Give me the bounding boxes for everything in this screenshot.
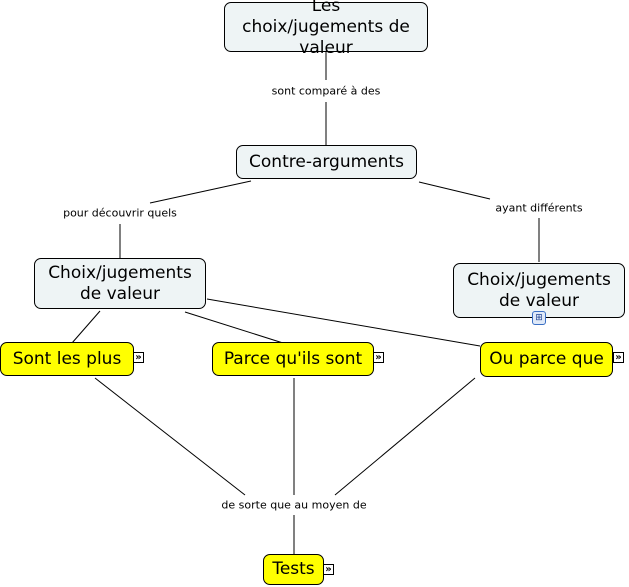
line: [149, 180, 252, 204]
line: [334, 377, 476, 496]
concept-text: Parce qu'ils sont: [223, 348, 363, 369]
concept-ou-parce-que[interactable]: Ou parce que: [480, 342, 613, 377]
concept-text: Choix/jugements de valeur: [48, 262, 192, 304]
concept-text: Les choix/jugements de valeur: [242, 0, 410, 58]
submap-icon[interactable]: ⊞: [532, 311, 546, 325]
line: [206, 298, 481, 347]
link-label-decouvrir[interactable]: pour découvrir quels: [61, 206, 179, 220]
expand-arrow-icon[interactable]: »: [323, 564, 334, 575]
concept-choix-left[interactable]: Choix/jugements de valeur: [34, 258, 206, 309]
concept-text: Ou parce que: [489, 349, 604, 369]
link-label-compare[interactable]: sont comparé à des: [269, 84, 383, 98]
line: [184, 311, 284, 344]
concept-les-choix[interactable]: Les choix/jugements de valeur: [224, 0, 428, 58]
line: [71, 310, 101, 344]
concept-text: Contre-arguments: [249, 151, 404, 172]
line: [94, 377, 246, 496]
expand-arrow-icon[interactable]: »: [373, 352, 384, 363]
line: [418, 181, 491, 200]
concept-text: Sont les plus: [12, 348, 122, 369]
concept-text: Choix/jugements de valeur: [467, 269, 611, 311]
concept-sont-les-plus[interactable]: Sont les plus: [0, 342, 134, 376]
concept-contre-arguments[interactable]: Contre-arguments: [236, 145, 417, 179]
concept-text: Tests: [272, 559, 315, 579]
expand-arrow-icon[interactable]: »: [133, 352, 144, 363]
concept-parce-quils-sont[interactable]: Parce qu'ils sont: [212, 342, 374, 376]
concept-choix-right[interactable]: Choix/jugements de valeur: [453, 263, 625, 318]
expand-arrow-icon[interactable]: »: [613, 352, 624, 363]
concept-tests[interactable]: Tests: [263, 554, 324, 585]
link-label-sorte[interactable]: de sorte que au moyen de: [219, 498, 369, 512]
link-label-differents[interactable]: ayant différents: [493, 201, 585, 215]
